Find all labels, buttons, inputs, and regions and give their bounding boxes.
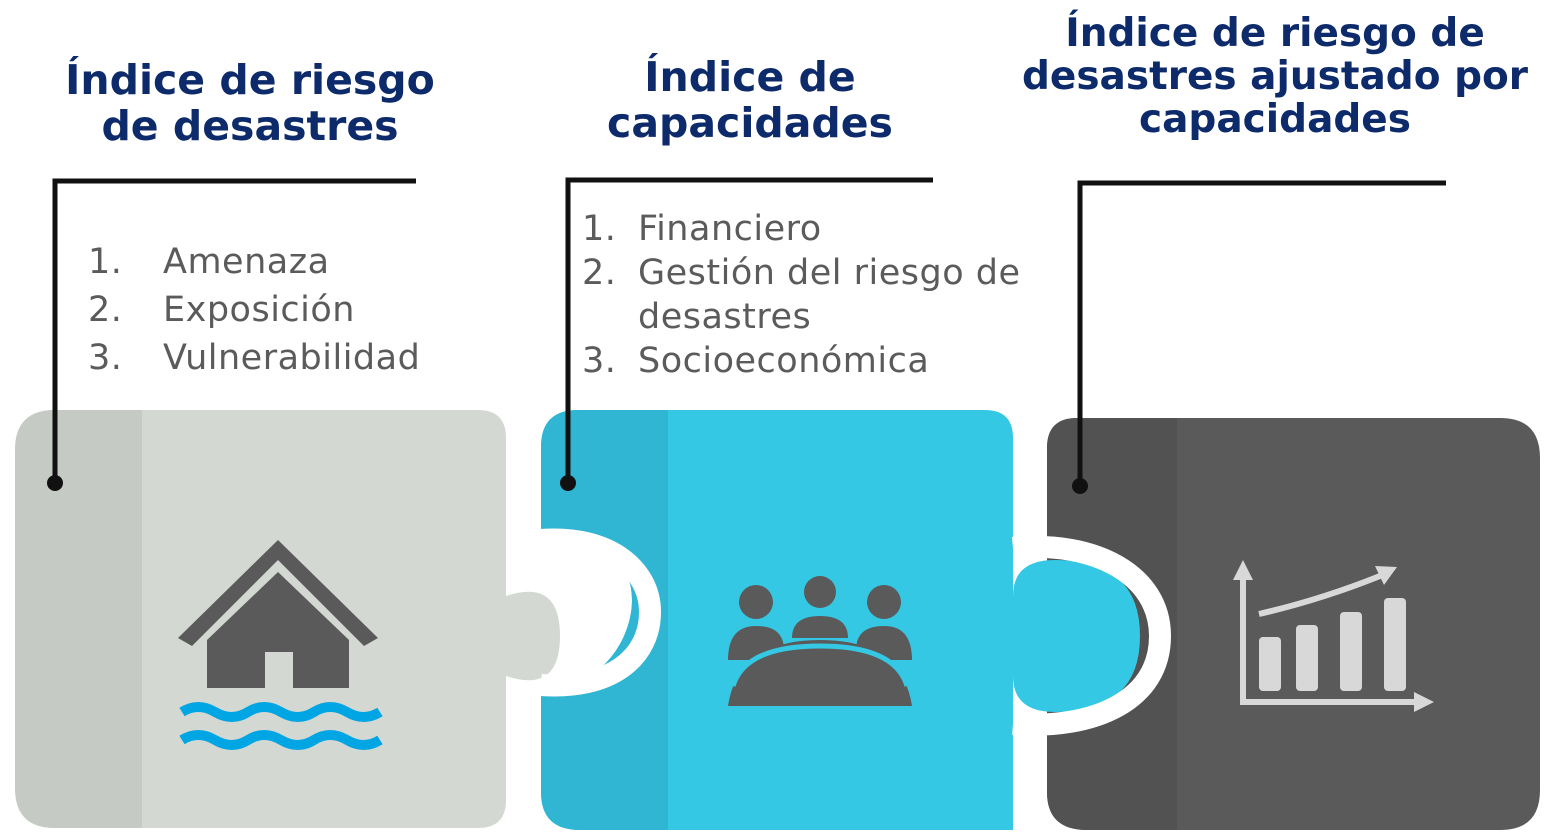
list-number: 1. [88,242,123,282]
puzzle-knob-2 [1013,560,1140,712]
connector-line-3 [1077,180,1446,485]
title-line: de desastres [101,101,399,150]
title-line: capacidades [1139,96,1411,142]
capacities-index-title: Índice de capacidades [560,53,940,147]
flooded-house-icon [178,540,383,750]
risk-components-list: 1. Amenaza 2. Exposición 3. Vulnerabilidad [88,238,420,382]
growth-bar-chart-icon [1233,560,1434,712]
list-item: 3. Socioeconómica [582,339,1022,383]
list-item: 1. Amenaza [88,238,420,286]
list-label: Exposición [163,290,355,330]
connector-dot-1 [47,475,63,491]
list-label: Financiero [638,209,822,249]
list-number: 1. [582,209,617,249]
list-number: 3. [582,341,617,381]
risk-index-title: Índice de riesgo de desastres [40,56,460,150]
title-line: capacidades [607,98,893,147]
list-number: 3. [88,338,123,378]
puzzle-piece-capacities [541,410,1013,830]
adjusted-risk-index-title: Índice de riesgo de desastres ajustado p… [985,11,1565,142]
puzzle-gap-2 [1011,535,1172,736]
connector-dot-3 [1072,478,1088,494]
list-item: 3. Vulnerabilidad [88,334,420,382]
list-label: Gestión del riesgo de desastres [638,253,1021,337]
connector-dot-2 [560,475,576,491]
list-label: Vulnerabilidad [163,338,421,378]
title-line: desastres ajustado por [1021,53,1529,99]
puzzle-gap-1 [540,528,662,697]
list-number: 2. [582,253,617,293]
list-item: 2. Gestión del riesgo de desastres [582,251,1022,339]
list-label: Amenaza [163,242,330,282]
list-item: 2. Exposición [88,286,420,334]
title-line: Índice de riesgo de [1065,11,1485,56]
list-item: 1. Financiero [582,207,1022,251]
connector-line-2 [565,177,933,482]
list-label: Socioeconómica [638,341,930,381]
list-number: 2. [88,290,123,330]
connector-line-1 [52,178,416,482]
title-line: Índice de riesgo [65,56,435,104]
capacities-components-list: 1. Financiero 2. Gestión del riesgo de des… [582,207,1022,383]
people-meeting-icon [728,576,912,706]
title-line: Índice de [644,53,856,101]
